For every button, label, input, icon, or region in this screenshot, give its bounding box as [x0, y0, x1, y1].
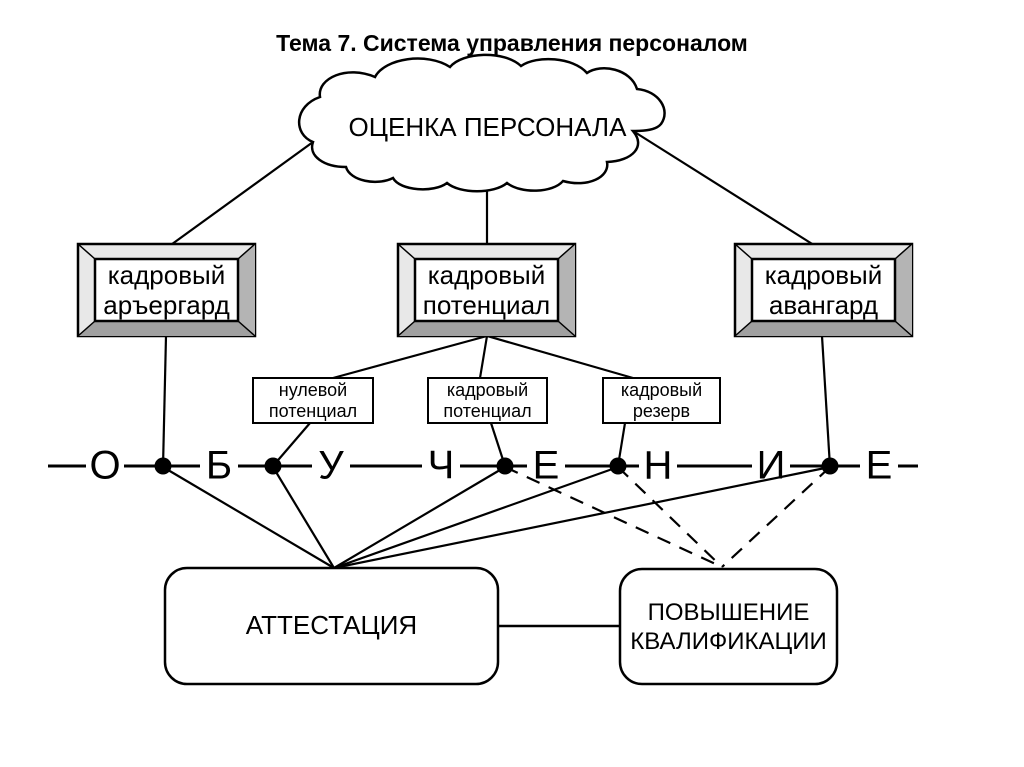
box3d-left-bevel-right — [238, 244, 255, 336]
connector-dot3-to-qualification-dashed — [504, 466, 723, 568]
box3d-middle-bevel-right — [558, 244, 575, 336]
box3d-left-miters — [77, 243, 256, 337]
qualification-label-line1: ПОВЫШЕНИЕ — [647, 598, 810, 626]
training-line-dot — [264, 457, 282, 475]
box3d-middle-miters — [397, 243, 576, 337]
training-line-dot — [496, 457, 514, 475]
box3d-right — [733, 242, 914, 338]
page-title: Тема 7. Система управления персоналом — [276, 30, 748, 56]
box3d-right-label: кадровый авангард — [752, 259, 895, 321]
box3d-left-label: кадровый аръергард — [95, 259, 238, 321]
training-line-dot — [821, 457, 839, 475]
cloud-label: ОЦЕНКА ПЕРСОНАЛА — [348, 112, 627, 143]
training-line-dots — [154, 457, 839, 475]
box3d-right-label-line1: кадровый — [764, 260, 883, 290]
training-line-dot — [154, 457, 172, 475]
smallbox1-line2: потенциал — [268, 400, 358, 421]
connector-right-box-to-dot5 — [820, 335, 832, 468]
connector-smallbox1-to-dot2 — [272, 422, 311, 467]
box3d-middle-label-line2: потенциал — [422, 290, 551, 320]
smallbox-null-potential — [252, 377, 374, 424]
box3d-middle-label-line1: кадровый — [427, 260, 546, 290]
connector-left-box-to-dot1 — [161, 335, 168, 468]
qualification-box — [618, 567, 839, 686]
training-letter: О — [89, 443, 121, 488]
training-letter: У — [318, 443, 344, 488]
smallbox-null-potential-label: нулевой потенциал — [253, 378, 373, 423]
attestation-box — [163, 566, 500, 686]
connector-cloud-to-right-box — [632, 130, 818, 248]
connector-dot3-to-attestation — [333, 466, 506, 569]
training-letter: Ч — [427, 443, 455, 488]
box3d-right-bevel-bottom — [735, 321, 912, 336]
smallbox3-line2: резерв — [632, 400, 691, 421]
smallbox-personnel-reserve — [602, 377, 721, 424]
box3d-left-bevel-bottom — [78, 321, 255, 336]
connector-lines — [161, 130, 832, 628]
connector-dot4-to-qualification-dashed — [617, 466, 723, 568]
training-letter: Е — [532, 443, 560, 488]
training-line-dot — [609, 457, 627, 475]
box3d-left-face — [93, 257, 240, 323]
box3d-right-bevel-right — [895, 244, 912, 336]
connector-middle-box-to-smallbox1 — [332, 334, 488, 380]
box3d-middle-bevel-bottom — [398, 321, 575, 336]
smallbox-personnel-reserve-label: кадровый резерв — [603, 378, 720, 423]
connector-dot4-to-attestation — [333, 465, 619, 570]
box3d-middle-face — [413, 257, 560, 323]
smallbox1-line1: нулевой — [278, 379, 348, 400]
connector-dot2-to-attestation — [272, 466, 335, 569]
box3d-middle — [396, 242, 577, 338]
box3d-right-label-line2: авангард — [768, 290, 879, 320]
box3d-right-miters — [734, 243, 913, 337]
box3d-left — [76, 242, 257, 338]
smallbox-personnel-potential-label: кадровый потенциал — [428, 378, 547, 423]
box3d-left-label-line2: аръергард — [103, 290, 230, 320]
connector-dot5-to-attestation — [333, 465, 831, 570]
training-letter: И — [756, 443, 786, 488]
training-letter: Н — [643, 443, 673, 488]
smallbox2-line2: потенциал — [443, 400, 532, 421]
connector-dot1-to-attestation — [162, 466, 335, 569]
cloud-shape — [297, 53, 666, 193]
smallbox3-line1: кадровый — [620, 379, 703, 400]
smallbox-personnel-potential — [427, 377, 548, 424]
box3d-right-face — [750, 257, 897, 323]
connector-cloud-to-left-box — [167, 141, 314, 248]
connector-middle-box-to-smallbox3 — [486, 334, 634, 380]
qualification-label: ПОВЫШЕНИЕ КВАЛИФИКАЦИИ — [620, 569, 837, 684]
connector-middle-box-to-smallbox2 — [478, 335, 489, 379]
smallbox2-line1: кадровый — [446, 379, 529, 400]
box3d-middle-label: кадровый потенциал — [415, 259, 558, 321]
box3d-left-label-line1: кадровый — [107, 260, 226, 290]
training-letter: Б — [205, 443, 233, 488]
connector-dot5-to-qualification-dashed — [721, 466, 831, 568]
attestation-label: АТТЕСТАЦИЯ — [245, 610, 418, 641]
training-letter: Е — [865, 443, 893, 488]
qualification-label-line2: КВАЛИФИКАЦИИ — [630, 627, 827, 655]
